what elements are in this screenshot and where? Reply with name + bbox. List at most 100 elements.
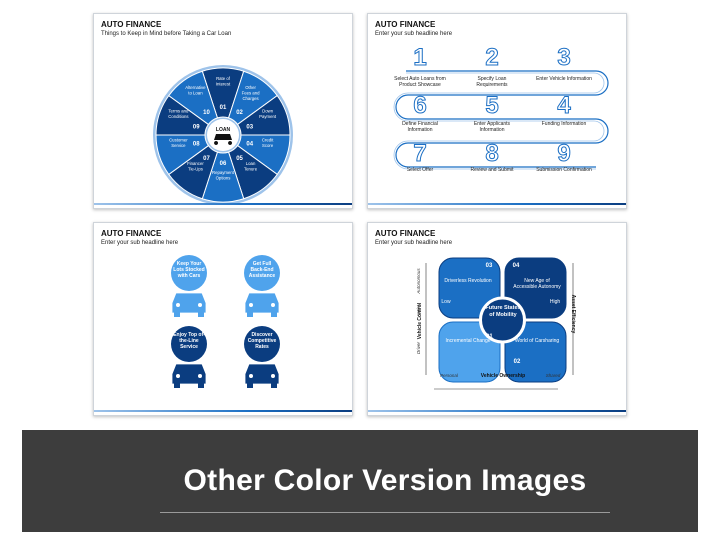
wheel-segment-label: Repayment <box>212 170 235 175</box>
step-number: 3 <box>557 44 571 72</box>
step-number: 5 <box>485 92 499 120</box>
wheel-segment-label: Customer <box>169 137 188 142</box>
wheel-segment-label: Interest <box>216 82 231 87</box>
step-number: 6 <box>413 92 427 120</box>
step-label: Select Auto Loans from Product Showcase <box>394 76 446 88</box>
wheel-segment-label: Payment <box>259 114 277 119</box>
x-axis-right-label: Shared <box>545 373 561 378</box>
car-card-label: Keep Your Lots Stocked with Cars <box>173 261 205 279</box>
step-number: 8 <box>485 140 499 168</box>
car-card: Keep Your Lots Stocked with Cars <box>164 253 214 321</box>
quadrant-bottom-right <box>504 321 567 383</box>
car-icon <box>214 134 233 145</box>
wheel-segment-label: Conditions <box>168 114 188 119</box>
wheel-segment-label: Fees and <box>242 91 261 96</box>
slide-title: AUTO FINANCE <box>375 20 436 29</box>
y-axis-top-label: Autonomous <box>416 268 421 294</box>
slide-subtitle: Enter your sub headline here <box>101 240 179 246</box>
step-label: Submission Confirmation <box>536 167 592 173</box>
car-card-label: Get Full Back-End Assistance <box>248 261 276 279</box>
slide-thumbnail-3[interactable]: AUTO FINANCE Enter your sub headline her… <box>93 222 353 416</box>
car-card-label: Enjoy Top of-the-Line Service <box>173 332 205 350</box>
wheel-segment-label: Alternative <box>185 85 206 90</box>
wheel-segment-number: 08 <box>193 142 200 148</box>
quadrant-number: 03 <box>485 263 493 269</box>
wheel-segment-label: Rate of <box>216 76 231 81</box>
y-axis-mid-label: Assist <box>416 305 421 318</box>
wheel-segment-label: Other <box>245 85 256 90</box>
quadrant-num: 01 <box>486 334 493 340</box>
step-number: 7 <box>413 140 427 168</box>
slide-thumbnail-4[interactable]: AUTO FINANCE Enter your sub headline her… <box>367 222 627 416</box>
wheel-segment-label: Options <box>216 175 231 180</box>
car-illustration <box>244 326 280 388</box>
center-circle <box>479 296 526 344</box>
quadrant-label: New Age of Accessible Autonomy <box>513 278 561 290</box>
axis-high-label: High <box>549 299 561 305</box>
step-label: Enter Applicants Information <box>473 121 511 133</box>
wheel-segment-label: Service <box>171 143 186 148</box>
quadrant-bottom-left <box>438 321 501 383</box>
quadrant-diagram: 01 <box>425 257 574 390</box>
accent-bar <box>94 203 352 205</box>
slide-thumbnail-1[interactable]: AUTO FINANCE Things to Keep in Mind befo… <box>93 13 353 209</box>
step-label: Enter Vehicle Information <box>536 76 592 82</box>
x-axis-label: Vehicle Ownership <box>480 373 526 379</box>
quadrant-top-right <box>504 257 567 319</box>
axis-low-label: Low <box>441 299 451 305</box>
wheel-segment-label: Charges <box>242 96 258 101</box>
process-path <box>393 70 609 170</box>
wheel-segment-number: 03 <box>246 124 253 130</box>
slide-title: AUTO FINANCE <box>375 229 436 238</box>
wheel-segment-label: Tenure <box>244 166 258 171</box>
quadrant-top-left <box>438 257 501 319</box>
quadrant-label: Incremental Change <box>445 338 491 344</box>
right-axis-label: Asset Efficiency <box>570 294 576 334</box>
car-card: Get Full Back-End Assistance <box>237 253 287 321</box>
wheel-segment-number: 04 <box>246 142 253 148</box>
banner-frame: Other Color Version Images <box>160 450 610 513</box>
wheel-segment-label: to Loan <box>188 91 203 96</box>
wheel-segment-label: Credit <box>262 137 274 142</box>
step-number: 1 <box>413 44 427 72</box>
wheel-segment-number: 09 <box>193 124 200 130</box>
car-illustration <box>171 255 207 317</box>
accent-bar <box>368 203 626 205</box>
wheel-segment-label: Financer <box>187 161 204 166</box>
center-label: Future States of Mobility <box>485 305 521 318</box>
slide-title: AUTO FINANCE <box>101 20 162 29</box>
wheel-segment-label: Tie-Ups <box>188 166 203 171</box>
x-axis-left-label: Personal <box>440 373 458 378</box>
car-card-label: Discover Competitive Rates <box>247 332 277 350</box>
wheel-segment-number: 05 <box>236 156 243 162</box>
accent-bar <box>94 410 352 412</box>
wheel-segment-number: 01 <box>220 105 227 111</box>
step-label: Funding Information <box>541 121 587 127</box>
step-number: 4 <box>557 92 571 120</box>
quadrant-label: World of Carsharing <box>514 338 560 344</box>
wheel-segment-number: 10 <box>203 110 210 116</box>
wheel-segment-label: Terms and <box>168 109 189 114</box>
car-illustration <box>244 255 280 317</box>
car-card: Enjoy Top of-the-Line Service <box>164 324 214 392</box>
wheel-segment-label: Score <box>262 143 274 148</box>
step-label: Select Offer <box>406 167 434 173</box>
quadrant-label: Driverless Revolution <box>444 278 492 284</box>
quadrant-number: 02 <box>513 359 521 365</box>
slide-subtitle: Enter your sub headline here <box>375 240 453 246</box>
slide-title: AUTO FINANCE <box>101 229 162 238</box>
car-card: Discover Competitive Rates <box>237 324 287 392</box>
wheel-segment <box>168 70 219 126</box>
quadrant-number: 04 <box>512 263 520 269</box>
wheel-segment-number: 07 <box>203 156 210 162</box>
wheel-segment-label: Loan <box>246 161 256 166</box>
slide-thumbnail-2[interactable]: AUTO FINANCE Enter your sub headline her… <box>367 13 627 209</box>
wheel-segment-label: Down <box>262 109 274 114</box>
wheel-segment-number: 06 <box>220 161 227 167</box>
y-axis-bottom-label: Driver <box>416 342 421 354</box>
accent-bar <box>368 410 626 412</box>
banner: Other Color Version Images <box>22 430 698 532</box>
step-number: 9 <box>557 140 571 168</box>
step-label: Define Financial Information <box>402 121 438 133</box>
